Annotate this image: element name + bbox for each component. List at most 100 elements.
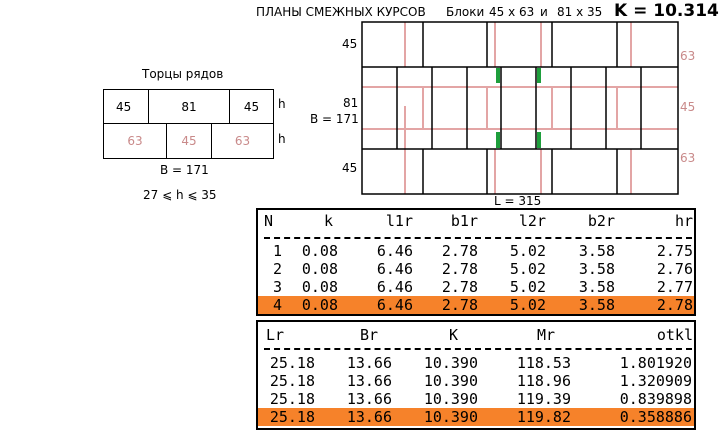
end-cell-bottom-3: 63 [211, 123, 274, 159]
blocks-label: Блоки [446, 5, 485, 19]
cell-l2r: 5.02 [509, 260, 546, 278]
end-cell-bottom-2: 45 [166, 123, 212, 159]
end-cell-top-1: 45 [103, 89, 149, 124]
cell-l1r: 6.46 [376, 260, 413, 278]
cell-k: 10.390 [423, 372, 478, 390]
plan-right-label-3: 63 [680, 151, 696, 165]
row-ends-width: B = 171 [160, 163, 209, 177]
page-title: ПЛАНЫ СМЕЖНЫХ КУРСОВ [256, 5, 426, 19]
green-marker [496, 68, 500, 83]
cell-k: 10.390 [423, 408, 478, 426]
col-header-hr: hr [674, 212, 693, 230]
cell-otkl: 0.358886 [619, 408, 692, 426]
col-header-k2: K [448, 326, 458, 344]
next-course-joints [362, 22, 678, 194]
cell-hr: 2.77 [656, 278, 693, 296]
cell-k: 0.08 [301, 278, 338, 296]
plan-left-label-2: 81 [343, 96, 359, 110]
col-header-l1r: l1r [385, 212, 413, 230]
plan-left-label-1: 45 [342, 37, 358, 51]
plan-right-label-2: 45 [680, 100, 696, 114]
plan-left-label-3: 45 [342, 161, 358, 175]
current-course-blocks [361, 21, 679, 195]
blocks-size-b: 81 x 35 [557, 5, 603, 19]
header-separator [264, 237, 692, 239]
k-value: K = 10.314 [614, 1, 719, 21]
cell-b1r: 2.78 [441, 278, 478, 296]
table1-row: 1 0.08 6.46 2.78 5.02 3.58 2.75 [258, 242, 694, 260]
col-header-lr: Lr [266, 326, 285, 344]
header-separator [264, 348, 692, 350]
end-cell-top-3: 45 [229, 89, 274, 124]
cell-n: 1 [272, 242, 282, 260]
cell-l1r: 6.46 [376, 296, 413, 314]
cell-k: 0.08 [301, 296, 338, 314]
end-cell-bottom-1: 63 [103, 123, 167, 159]
cell-br: 13.66 [346, 372, 392, 390]
end-cell-top-2: 81 [148, 89, 230, 124]
h-label-top: h [278, 97, 286, 111]
green-marker [496, 132, 500, 148]
plan-length-label: L = 315 [494, 194, 542, 208]
cell-otkl: 1.801920 [619, 354, 692, 372]
cell-br: 13.66 [346, 354, 392, 372]
cell-k: 10.390 [423, 390, 478, 408]
col-header-b2r: b2r [587, 212, 615, 230]
cell-b2r: 3.58 [578, 278, 615, 296]
green-marker [537, 68, 541, 83]
h-label-bottom: h [278, 132, 286, 146]
col-header-l2r: l2r [518, 212, 546, 230]
cell-b2r: 3.58 [578, 242, 615, 260]
blocks-size-a: 45 x 63 [489, 5, 535, 19]
cell-lr: 25.18 [269, 354, 315, 372]
table2-row: 25.18 13.66 10.390 119.82 0.358886 [258, 408, 694, 426]
cell-l2r: 5.02 [509, 242, 546, 260]
col-header-mr: Mr [536, 326, 555, 344]
col-header-n: N [264, 212, 274, 230]
blocks-and: и [540, 5, 548, 19]
cell-l2r: 5.02 [509, 296, 546, 314]
cell-mr: 118.53 [516, 354, 571, 372]
cell-lr: 25.18 [269, 390, 315, 408]
cell-b2r: 3.58 [578, 296, 615, 314]
col-header-otkl: otkl [656, 326, 693, 344]
col-header-k: k [323, 212, 333, 230]
cell-br: 13.66 [346, 390, 392, 408]
table2-row: 25.18 13.66 10.390 118.96 1.320909 [258, 372, 694, 390]
results-table-1: N k l1r b1r l2r b2r hr 1 0.08 6.46 2.78 5.02… [256, 208, 696, 316]
cell-lr: 25.18 [269, 408, 315, 426]
green-marker [537, 132, 541, 148]
cell-b1r: 2.78 [441, 260, 478, 278]
row-ends-title: Торцы рядов [142, 67, 224, 81]
h-constraint: 27 ⩽ h ⩽ 35 [143, 188, 217, 202]
cell-mr: 119.39 [516, 390, 571, 408]
col-header-br: Br [359, 326, 378, 344]
cell-l1r: 6.46 [376, 242, 413, 260]
cell-l1r: 6.46 [376, 278, 413, 296]
cell-hr: 2.75 [656, 242, 693, 260]
cell-l2r: 5.02 [509, 278, 546, 296]
cell-hr: 2.76 [656, 260, 693, 278]
table1-row: 3 0.08 6.46 2.78 5.02 3.58 2.77 [258, 278, 694, 296]
plan-outline [361, 21, 679, 195]
results-table-2: Lr Br K Mr otkl 25.18 13.66 10.390 118.53 1.… [256, 320, 696, 430]
cell-lr: 25.18 [269, 372, 315, 390]
cell-k: 0.08 [301, 260, 338, 278]
cell-b1r: 2.78 [441, 242, 478, 260]
cell-k: 0.08 [301, 242, 338, 260]
cell-br: 13.66 [346, 408, 392, 426]
cell-n: 3 [272, 278, 282, 296]
cell-mr: 119.82 [516, 408, 571, 426]
cell-otkl: 1.320909 [619, 372, 692, 390]
col-header-b1r: b1r [450, 212, 478, 230]
plan-right-label-1: 63 [680, 49, 696, 63]
cell-mr: 118.96 [516, 372, 571, 390]
cell-b2r: 3.58 [578, 260, 615, 278]
cell-hr: 2.78 [656, 296, 693, 314]
course-plans-drawing [361, 21, 679, 195]
joint-coincidence-markers [496, 68, 541, 148]
